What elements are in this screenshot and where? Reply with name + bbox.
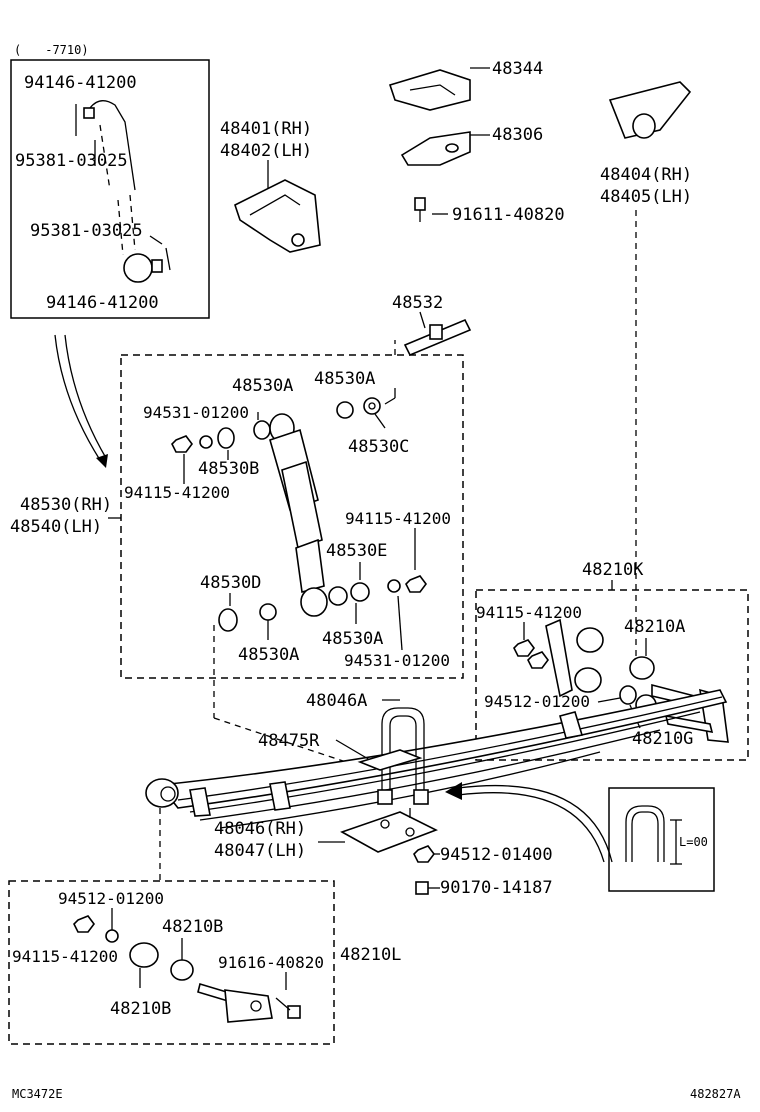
label-94115-2: 94115-41200	[345, 509, 451, 528]
label-94146-bottom: 94146-41200	[46, 293, 159, 313]
label-94512-3: 94512-01200	[58, 889, 164, 908]
label-91611: 91611-40820	[452, 205, 565, 225]
label-94115-3: 94115-41200	[476, 603, 582, 622]
label-48532: 48532	[392, 293, 443, 313]
label-48530A-4: 48530A	[322, 629, 383, 649]
label-94115-4: 94115-41200	[12, 947, 118, 966]
bushings-lower-icon	[328, 575, 427, 606]
curved-arrow-icon	[445, 782, 613, 863]
label-94115-1: 94115-41200	[124, 483, 230, 502]
label-94512-1: 94512-01200	[484, 692, 590, 711]
u-bolt-detail-box	[608, 787, 715, 892]
label-48530B: 48530B	[198, 459, 259, 479]
hanger-48404-icon	[608, 81, 692, 139]
inset-box: ( -7710) 94146-41200 95381-03025 95381-0…	[10, 43, 210, 319]
front-shackle-parts-icon	[73, 915, 301, 1023]
label-48530C: 48530C	[348, 437, 409, 457]
label-90170: 90170-14187	[440, 878, 553, 898]
bracket-48306-icon	[400, 131, 471, 166]
label-48046: 48046(RH)	[214, 819, 306, 839]
label-48344: 48344	[492, 59, 543, 79]
bolt-91611-icon	[414, 197, 426, 222]
label-48306: 48306	[492, 125, 543, 145]
inset-shock-upper-icon	[75, 100, 136, 191]
label-48401: 48401(RH)	[220, 119, 312, 139]
inset-arrow-icon	[54, 334, 108, 468]
leaf-spring-icon	[145, 689, 728, 829]
footer-left-code: MC3472E	[12, 1087, 63, 1101]
label-94146-top: 94146-41200	[24, 73, 137, 93]
label-48530A-3: 48530A	[238, 645, 299, 665]
front-shackle-kit-box	[8, 880, 335, 1045]
label-48210B-1: 48210B	[162, 917, 223, 937]
label-48210A: 48210A	[624, 617, 685, 637]
bracket-48401-icon	[234, 179, 321, 253]
label-48402: 48402(LH)	[220, 141, 312, 161]
inset-note: ( -7710)	[14, 43, 89, 57]
label-48046A: 48046A	[306, 691, 367, 711]
label-91616: 91616-40820	[218, 953, 324, 972]
label-48210B-2: 48210B	[110, 999, 171, 1019]
label-48530A-2: 48530A	[314, 369, 375, 389]
label-48530: 48530(RH)	[20, 495, 112, 515]
label-94512-2: 94512-01400	[440, 845, 553, 865]
label-48530D: 48530D	[200, 573, 261, 593]
label-48210G: 48210G	[632, 729, 693, 749]
label-48540: 48540(LH)	[10, 517, 102, 537]
bracket-48344-icon	[388, 69, 471, 111]
label-48210L: 48210L	[340, 945, 401, 965]
nut-94115-1-icon	[171, 427, 235, 453]
label-48047: 48047(LH)	[214, 841, 306, 861]
label-48530A-1: 48530A	[232, 376, 293, 396]
footer-right-code: 482827A	[690, 1087, 741, 1101]
spring-seat-icon	[340, 811, 438, 853]
label-48530E: 48530E	[326, 541, 387, 561]
label-95381-top: 95381-03025	[15, 151, 128, 171]
u-bolt-icon	[377, 707, 429, 805]
shock-kit-box	[120, 354, 464, 679]
u-bolt-dimension: L=00	[679, 835, 708, 849]
inset-shock-lower-icon	[117, 194, 171, 283]
u-bolt-detail-icon	[625, 805, 682, 865]
label-48475R: 48475R	[258, 731, 320, 751]
stud-48532-icon	[403, 318, 472, 357]
label-48405: 48405(LH)	[600, 187, 692, 207]
label-95381-bottom: 95381-03025	[30, 221, 143, 241]
label-48210K: 48210K	[582, 560, 644, 580]
bushing-48530A-2-icon	[336, 397, 381, 419]
label-48404: 48404(RH)	[600, 165, 692, 185]
label-94531-1: 94531-01200	[143, 403, 249, 422]
shackle-kit-box	[475, 589, 749, 761]
inset-frame	[10, 59, 210, 319]
label-94531-2: 94531-01200	[344, 651, 450, 670]
shock-absorber-icon	[253, 413, 328, 617]
